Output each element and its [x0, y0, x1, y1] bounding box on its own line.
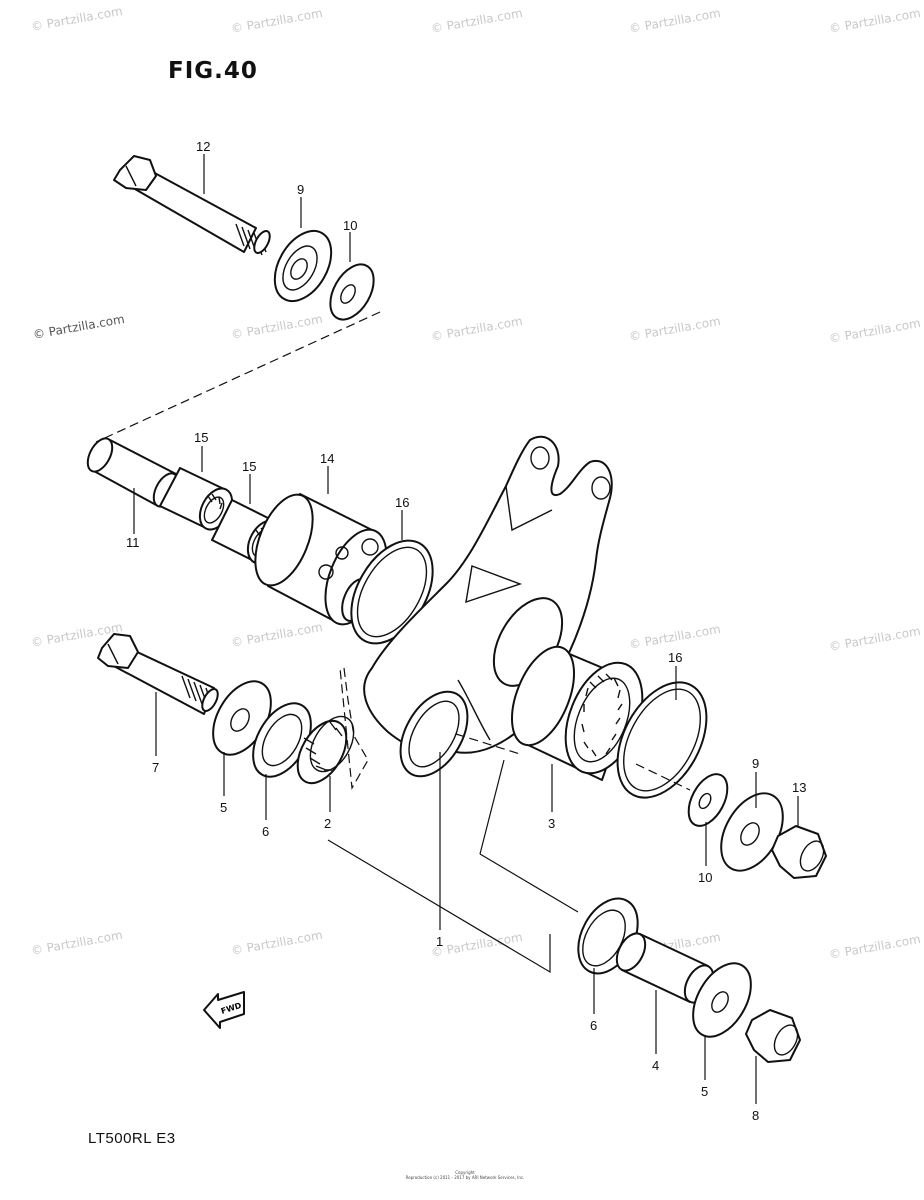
figure-title: FIG.40 [168, 58, 258, 84]
callout-4: 4 [652, 1058, 659, 1073]
washer-10-right[interactable] [681, 768, 736, 832]
callout-9: 9 [297, 182, 304, 197]
assembly-line [635, 763, 691, 791]
callout-3: 3 [548, 816, 555, 831]
callout-5: 5 [220, 800, 227, 815]
bolt-7[interactable] [97, 633, 221, 715]
callout-1: 1 [436, 934, 443, 949]
callout-16: 16 [668, 650, 682, 665]
seal-9-top[interactable] [263, 221, 343, 311]
assembly-line [455, 733, 521, 755]
callout-8: 8 [752, 1108, 759, 1123]
model-code: LT500RL E3 [88, 1130, 176, 1147]
bolt-12[interactable] [113, 155, 273, 256]
washer-10-top[interactable] [321, 257, 382, 327]
copyright-line: Copyright [455, 1170, 475, 1175]
bearing-3[interactable] [499, 638, 657, 784]
callout-15: 15 [242, 459, 256, 474]
callout-6: 6 [262, 824, 269, 839]
assembly-line [339, 667, 369, 790]
copyright-notice: Copyright Reproduction (c) 2011 - 2017 b… [395, 1170, 535, 1180]
bearing-2[interactable] [288, 709, 363, 791]
oring-16-right[interactable] [599, 667, 724, 812]
callout-10: 10 [343, 218, 357, 233]
leader-lines [133, 154, 799, 1104]
fwd-arrow-icon: FWD [203, 991, 245, 1029]
nut-13[interactable] [771, 825, 828, 879]
callout-15: 15 [194, 430, 208, 445]
callout-10: 10 [698, 870, 712, 885]
callout-5: 5 [701, 1084, 708, 1099]
assembly-line [479, 759, 505, 855]
callout-7: 7 [152, 760, 159, 775]
copyright-line: Reproduction (c) 2011 - 2017 by ARI Netw… [405, 1175, 525, 1180]
callout-6: 6 [590, 1018, 597, 1033]
callout-9: 9 [752, 756, 759, 771]
callout-12: 12 [196, 139, 210, 154]
nut-8[interactable] [745, 1009, 802, 1063]
assembly-line [479, 853, 579, 913]
callout-2: 2 [324, 816, 331, 831]
washer-5-bottom[interactable] [681, 953, 763, 1046]
assembly-line [95, 311, 381, 443]
callout-14: 14 [320, 451, 334, 466]
callout-16: 16 [395, 495, 409, 510]
callout-11: 11 [126, 535, 140, 550]
callout-13: 13 [792, 780, 806, 795]
assembly-line [327, 839, 551, 974]
callout-numbers: 12 9 10 15 15 14 16 11 16 7 5 6 2 3 9 13… [126, 139, 806, 1123]
